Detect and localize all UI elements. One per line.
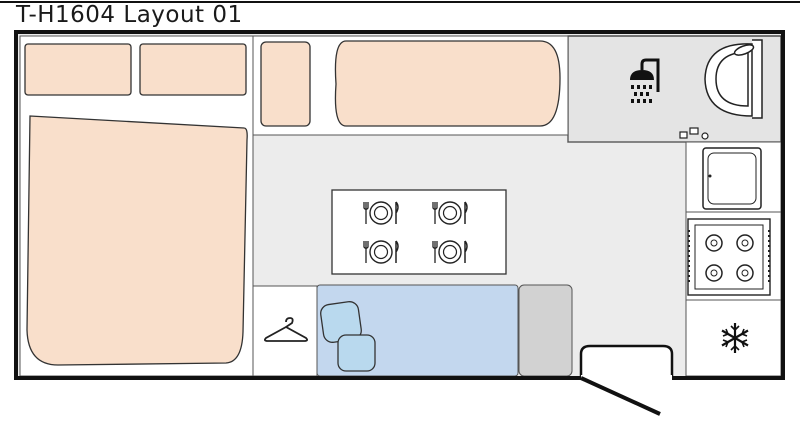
entry-step (579, 344, 674, 376)
bed-pillow-left (24, 43, 132, 96)
faucet-icon (679, 127, 709, 140)
cooktop (687, 218, 771, 296)
entry-door (580, 376, 661, 416)
sofa-cushion-small (260, 41, 311, 127)
bed-pillow-right (139, 43, 247, 96)
shower-icon (630, 58, 660, 103)
bench-pillow (337, 334, 376, 372)
wardrobe (252, 285, 318, 377)
toilet-icon (704, 39, 763, 119)
sink-basin (707, 152, 757, 205)
burner-icon (736, 264, 754, 282)
double-bed (26, 115, 248, 366)
side-seat (518, 284, 573, 377)
snowflake-icon (721, 323, 749, 353)
burner-icon (705, 234, 723, 252)
hanger-icon (264, 317, 308, 342)
kitchen-sink (702, 147, 762, 210)
burner-icon (736, 234, 754, 252)
sofa-cushion-large (334, 40, 561, 127)
top-rule (0, 1, 800, 3)
burner-icon (705, 264, 723, 282)
outer-wall (14, 30, 785, 380)
layout-title: T-H1604 Layout 01 (16, 2, 243, 28)
dinette-table (331, 189, 507, 275)
